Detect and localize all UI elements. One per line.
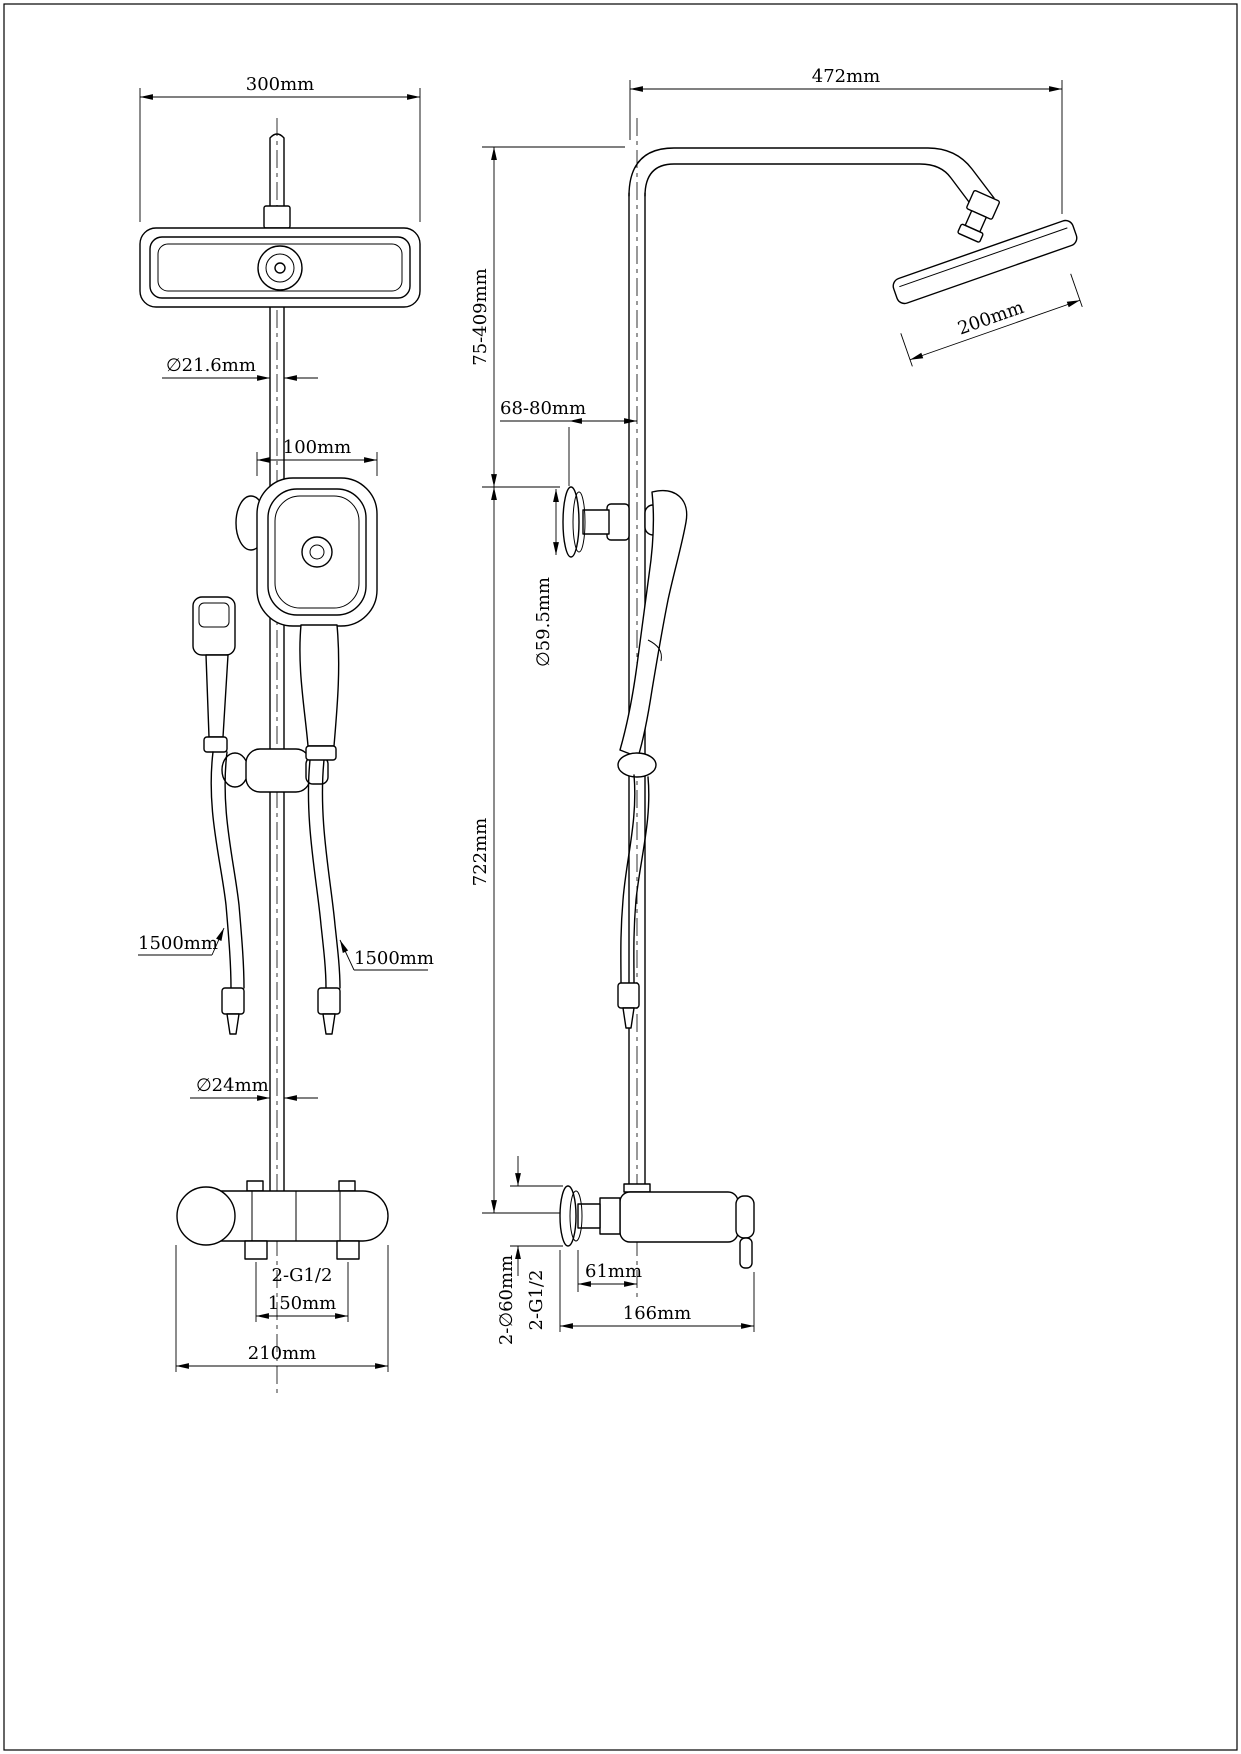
hand-shower-side	[617, 490, 688, 778]
dim-mixer-depth: 166mm	[559, 1250, 755, 1332]
wand-sprayer-front	[192, 596, 236, 753]
dim-text-valve-offset: 61mm	[585, 1261, 642, 1282]
dim-text-outlet-thread: 2-G1/2	[272, 1265, 333, 1286]
dim-text-flange-diameter: 2-∅60mm	[496, 1255, 517, 1345]
dim-text-column-diameter: ∅24mm	[196, 1075, 269, 1096]
dim-text-bracket-offset: 68-80mm	[500, 398, 586, 419]
dim-text-pipe-diameter: ∅21.6mm	[166, 355, 256, 376]
wall-bracket-side	[562, 486, 630, 558]
mixer-side	[559, 1183, 755, 1269]
dim-handshower-width: 100mm	[256, 437, 378, 476]
dim-text-handshower-width: 100mm	[283, 437, 352, 458]
dim-text-bracket-diameter: ∅59.5mm	[533, 577, 554, 667]
dim-text-hose-left: 1500mm	[138, 933, 218, 954]
dim-text-hose-right: 1500mm	[354, 948, 434, 969]
dim-front-column-diameter: ∅24mm	[190, 1075, 318, 1101]
label-hose-left-length: 1500mm	[138, 927, 225, 956]
dim-text-mixer-width: 210mm	[248, 1343, 317, 1364]
dim-inlet-spacing: 150mm	[256, 1293, 348, 1319]
dim-text-column-height: 722mm	[470, 818, 491, 887]
dim-text-inlet-thread: 2-G1/2	[526, 1270, 547, 1331]
top-pipe-stub	[263, 133, 291, 229]
dim-top-adjust-range: 75-409mm	[470, 146, 625, 488]
dim-text-head-width: 300mm	[246, 74, 315, 95]
top-arm-side	[628, 147, 995, 207]
hose-right	[307, 759, 341, 1035]
dim-arm-reach: 472mm	[629, 66, 1063, 214]
head-connector-side	[957, 189, 1000, 243]
hose-side	[617, 774, 650, 1029]
side-view: 472mm 200mm 75-409mm 722mm 68-80mm	[470, 66, 1083, 1345]
dim-outlet-thread-front: 2-G1/2	[255, 1262, 349, 1322]
dim-bracket-diameter: ∅59.5mm	[533, 489, 559, 667]
hose-left	[210, 751, 245, 1035]
dim-text-head-depth: 200mm	[955, 297, 1027, 339]
overhead-shower-front	[139, 227, 421, 308]
dim-flange-diameter: 2-∅60mm 2-G1/2	[496, 1156, 563, 1345]
hand-shower-front	[235, 477, 378, 761]
dim-valve-offset: 61mm	[577, 1250, 642, 1292]
dim-column-height: 722mm	[470, 487, 560, 1214]
mixer-front	[176, 1180, 389, 1260]
drawing-border	[3, 3, 1238, 1751]
dim-text-mixer-depth: 166mm	[623, 1303, 692, 1324]
label-hose-right-length: 1500mm	[339, 939, 434, 971]
dim-front-pipe-diameter: ∅21.6mm	[162, 355, 318, 381]
dim-text-arm-reach: 472mm	[812, 66, 881, 87]
dim-text-top-adjust-range: 75-409mm	[470, 268, 491, 365]
front-view: 300mm ∅21.6mm 100mm 1500mm 1500mm ∅24mm	[138, 74, 434, 1395]
overhead-shower-side	[892, 219, 1078, 305]
dim-text-inlet-spacing: 150mm	[268, 1293, 337, 1314]
dim-bracket-offset: 68-80mm	[500, 398, 637, 486]
dim-front-head-width: 300mm	[139, 74, 421, 222]
dim-mixer-width: 210mm	[175, 1245, 389, 1372]
